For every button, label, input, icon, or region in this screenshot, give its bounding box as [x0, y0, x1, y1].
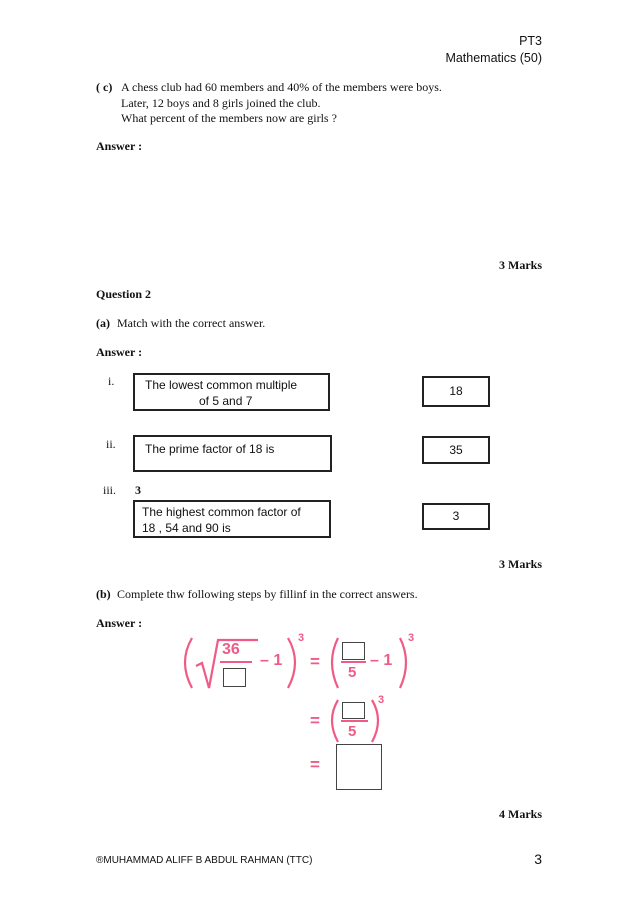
minus-one-2: – 1: [370, 652, 393, 669]
match-statement-box-i: The lowest common multiple of 5 and 7: [133, 373, 330, 411]
left-paren-3-icon: [330, 699, 339, 743]
part-b-marks: 4 Marks: [499, 807, 542, 821]
math-expression: 36 – 1 3 = 5 – 1 3 = 5 3 =: [176, 632, 416, 792]
question-c-marks: 3 Marks: [499, 258, 542, 272]
match-item-iii-extra: 3: [135, 483, 141, 497]
exponent-3: 3: [378, 694, 385, 706]
question-c-line1: A chess club had 60 members and 40% of t…: [121, 80, 442, 94]
denominator-5-2: 5: [348, 723, 357, 740]
question-c-line2: Later, 12 boys and 8 girls joined the cl…: [121, 96, 321, 110]
part-b-answer-label: Answer :: [96, 616, 143, 630]
header-subject-code: PT3: [519, 34, 542, 48]
match-item-ii-numeral: ii.: [106, 437, 116, 451]
part-a-instruction: Match with the correct answer.: [117, 316, 266, 330]
exponent-1: 3: [298, 632, 305, 644]
match-statement-i-line1: The lowest common multiple: [145, 378, 298, 392]
match-statement-iii-line2: 18 , 54 and 90 is: [142, 521, 231, 535]
minus-one-1: – 1: [260, 652, 283, 669]
match-statement-i-line2: of 5 and 7: [199, 394, 253, 408]
numerator-blank-box-1[interactable]: [342, 642, 365, 660]
match-item-i-numeral: i.: [108, 374, 115, 388]
denominator-5-1: 5: [348, 664, 357, 681]
part-b-label: (b): [96, 587, 111, 601]
match-statement-ii-line1: The prime factor of 18 is: [145, 442, 275, 456]
question-2-title: Question 2: [96, 287, 152, 301]
numerator-blank-box-2[interactable]: [342, 702, 365, 719]
final-answer-blank-box[interactable]: [336, 744, 382, 790]
footer-page-number: 3: [534, 851, 542, 867]
equals-2: =: [310, 711, 320, 730]
footer-author: ®MUHAMMAD ALIFF B ABDUL RAHMAN (TTC): [96, 855, 313, 866]
right-paren-2-icon: [399, 637, 408, 689]
denominator-blank-box[interactable]: [223, 668, 246, 687]
left-paren-2-icon: [330, 637, 339, 689]
left-paren-icon: [183, 637, 193, 689]
match-answer-box-3: 3: [422, 503, 490, 530]
question-c-line3: What percent of the members now are girl…: [121, 111, 337, 125]
part-a-marks: 3 Marks: [499, 557, 542, 571]
match-item-iii-numeral: iii.: [103, 483, 117, 497]
numerator-36: 36: [222, 641, 240, 658]
match-statement-box-iii: The highest common factor of 18 , 54 and…: [133, 500, 331, 538]
question-c-answer-label: Answer :: [96, 139, 143, 153]
header-subject-title: Mathematics (50): [445, 51, 542, 65]
part-a-answer-label: Answer :: [96, 345, 143, 359]
right-paren-3-icon: [371, 699, 380, 743]
part-b-instruction: Complete thw following steps by fillinf …: [117, 587, 418, 601]
right-paren-icon: [287, 637, 297, 689]
exponent-2: 3: [408, 632, 415, 644]
match-statement-box-ii: The prime factor of 18 is: [133, 435, 332, 472]
equals-1: =: [310, 652, 320, 671]
equals-3: =: [310, 755, 320, 774]
math-drawing: [183, 637, 408, 743]
part-a-label: (a): [96, 316, 110, 330]
match-answer-box-18: 18: [422, 376, 490, 407]
match-statement-iii-line1: The highest common factor of: [142, 505, 301, 519]
question-c-label: ( c): [96, 80, 113, 94]
match-answer-box-35: 35: [422, 436, 490, 464]
radical-icon: [195, 638, 258, 689]
